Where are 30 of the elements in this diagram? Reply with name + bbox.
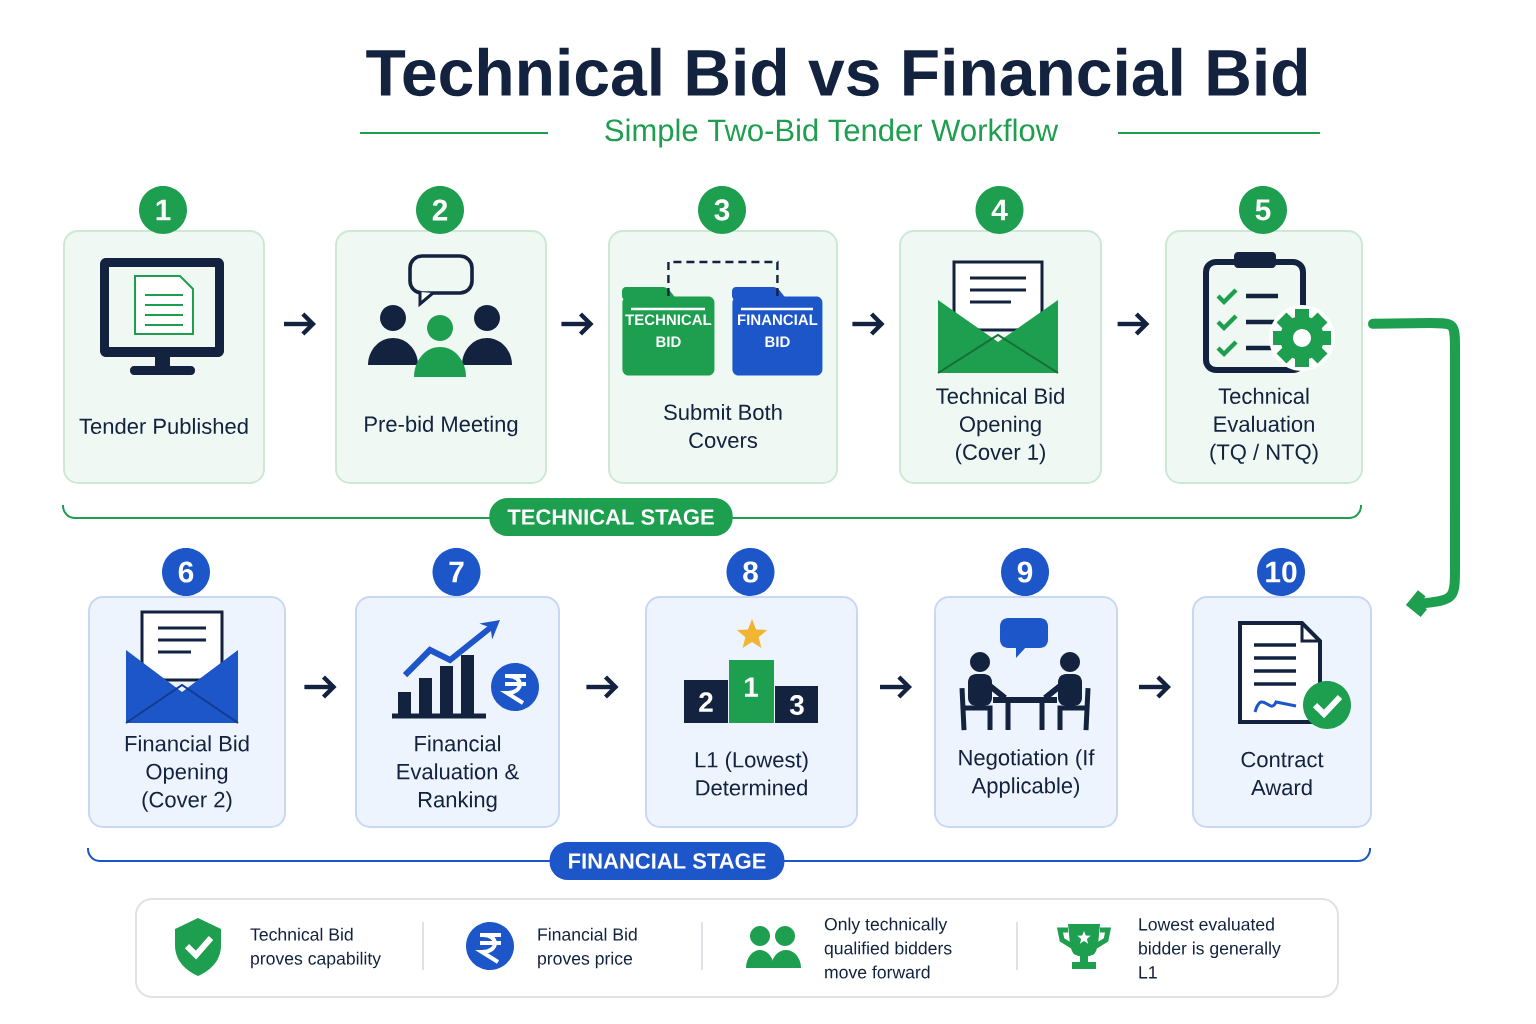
arrow	[561, 312, 594, 336]
arrow	[1117, 312, 1150, 336]
arrow	[1139, 675, 1171, 699]
arrow	[304, 675, 337, 699]
step-number: 3	[698, 186, 746, 234]
arrow	[852, 312, 885, 336]
stage-label: TECHNICAL STAGE	[489, 498, 733, 536]
title: Technical Bid vs Financial Bid	[366, 47, 1307, 97]
step-number: 1	[139, 186, 187, 234]
stage-label: FINANCIAL STAGE	[549, 842, 785, 880]
subtitle: Simple Two-Bid Tender Workflow	[605, 118, 1059, 148]
step-number: 2	[416, 186, 464, 234]
step-number: 5	[1239, 186, 1287, 234]
folder: FINANCIAL BID	[732, 287, 823, 376]
step-number: 6	[162, 548, 210, 596]
note-panel: Technical Bid proves capability Financial Bid proves price Only technically qualified bidders move forward Lowest evaluated bidder is generally L1	[135, 898, 1339, 998]
step-number: 4	[975, 186, 1024, 234]
folder: TECHNICAL BID	[622, 287, 715, 376]
dashed-connector	[667, 260, 779, 296]
arrow	[586, 675, 619, 699]
podium-number: 3	[789, 695, 804, 715]
step-number: 9	[1001, 548, 1049, 596]
arrow	[284, 312, 316, 336]
step-number: 10	[1257, 548, 1305, 596]
step-number: 7	[432, 548, 481, 596]
podium-number: 2	[699, 692, 713, 712]
arrow	[1368, 318, 1460, 618]
podium-number: 1	[745, 677, 759, 697]
step-number: 8	[726, 548, 775, 596]
arrow	[880, 675, 912, 699]
